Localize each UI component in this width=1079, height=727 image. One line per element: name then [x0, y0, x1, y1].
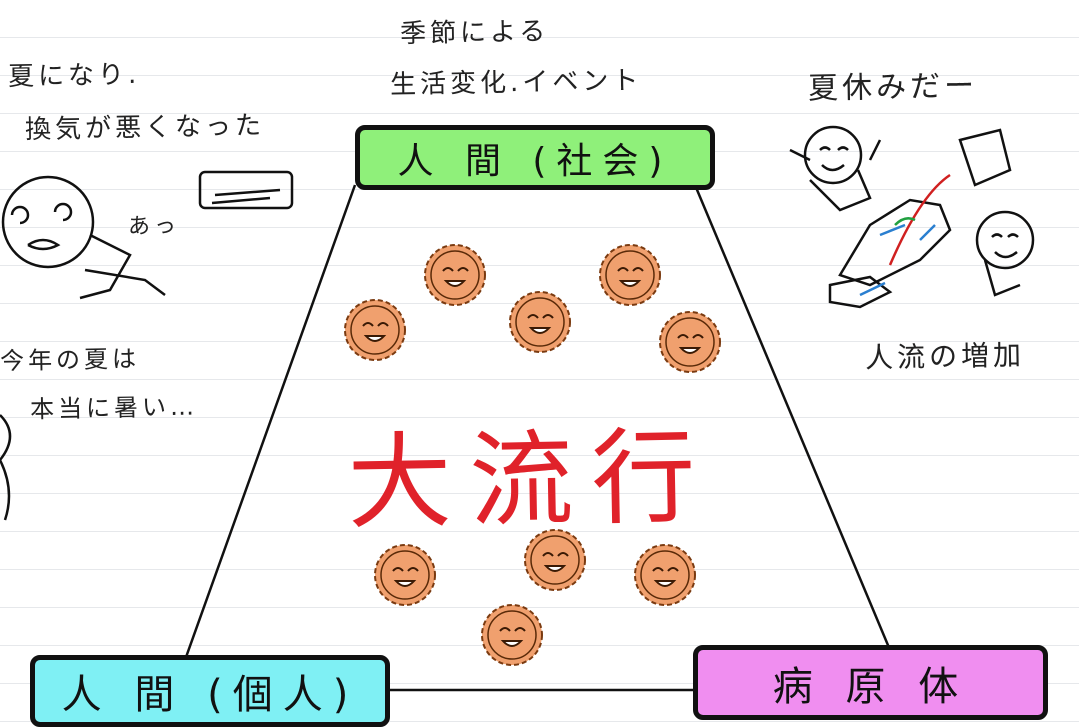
dizzy-person-icon [1, 175, 166, 300]
person-icon [0, 414, 12, 521]
note-left2-line2: 本当に暑い… [29, 392, 199, 424]
virus-icon [374, 544, 436, 606]
virus-icon [634, 544, 696, 606]
note-left-line1: 夏になり. [7, 59, 141, 93]
note-left2-line1: 今年の夏は [0, 344, 141, 376]
japan-map-icon [828, 128, 1012, 309]
center-title: 大流行 [346, 415, 715, 545]
happy-person-icon [975, 210, 1035, 297]
node-individual: 人 間 (個人) [30, 655, 390, 727]
virus-icon [509, 291, 571, 353]
note-right-bottom: 人流の増加 [864, 338, 1026, 375]
node-pathogen: 病 原 体 [693, 645, 1048, 720]
air-conditioner-icon [198, 170, 294, 210]
connector-lines [183, 184, 892, 692]
happy-person-icon [789, 125, 882, 212]
virus-icon [481, 604, 543, 666]
virus-icon [599, 244, 661, 306]
virus-icon [344, 299, 406, 361]
node-society: 人 間 (社会) [355, 125, 715, 190]
virus-icon [424, 244, 486, 306]
virus-icon [659, 311, 721, 373]
note-top-line1: 季節による [399, 16, 550, 50]
note-left-sound: あっ [127, 213, 181, 240]
note-top-line2: 生活変化.イベント [389, 65, 643, 101]
note-right-title: 夏休みだー [807, 68, 979, 107]
note-left-line2: 換気が悪くなった [24, 110, 266, 146]
